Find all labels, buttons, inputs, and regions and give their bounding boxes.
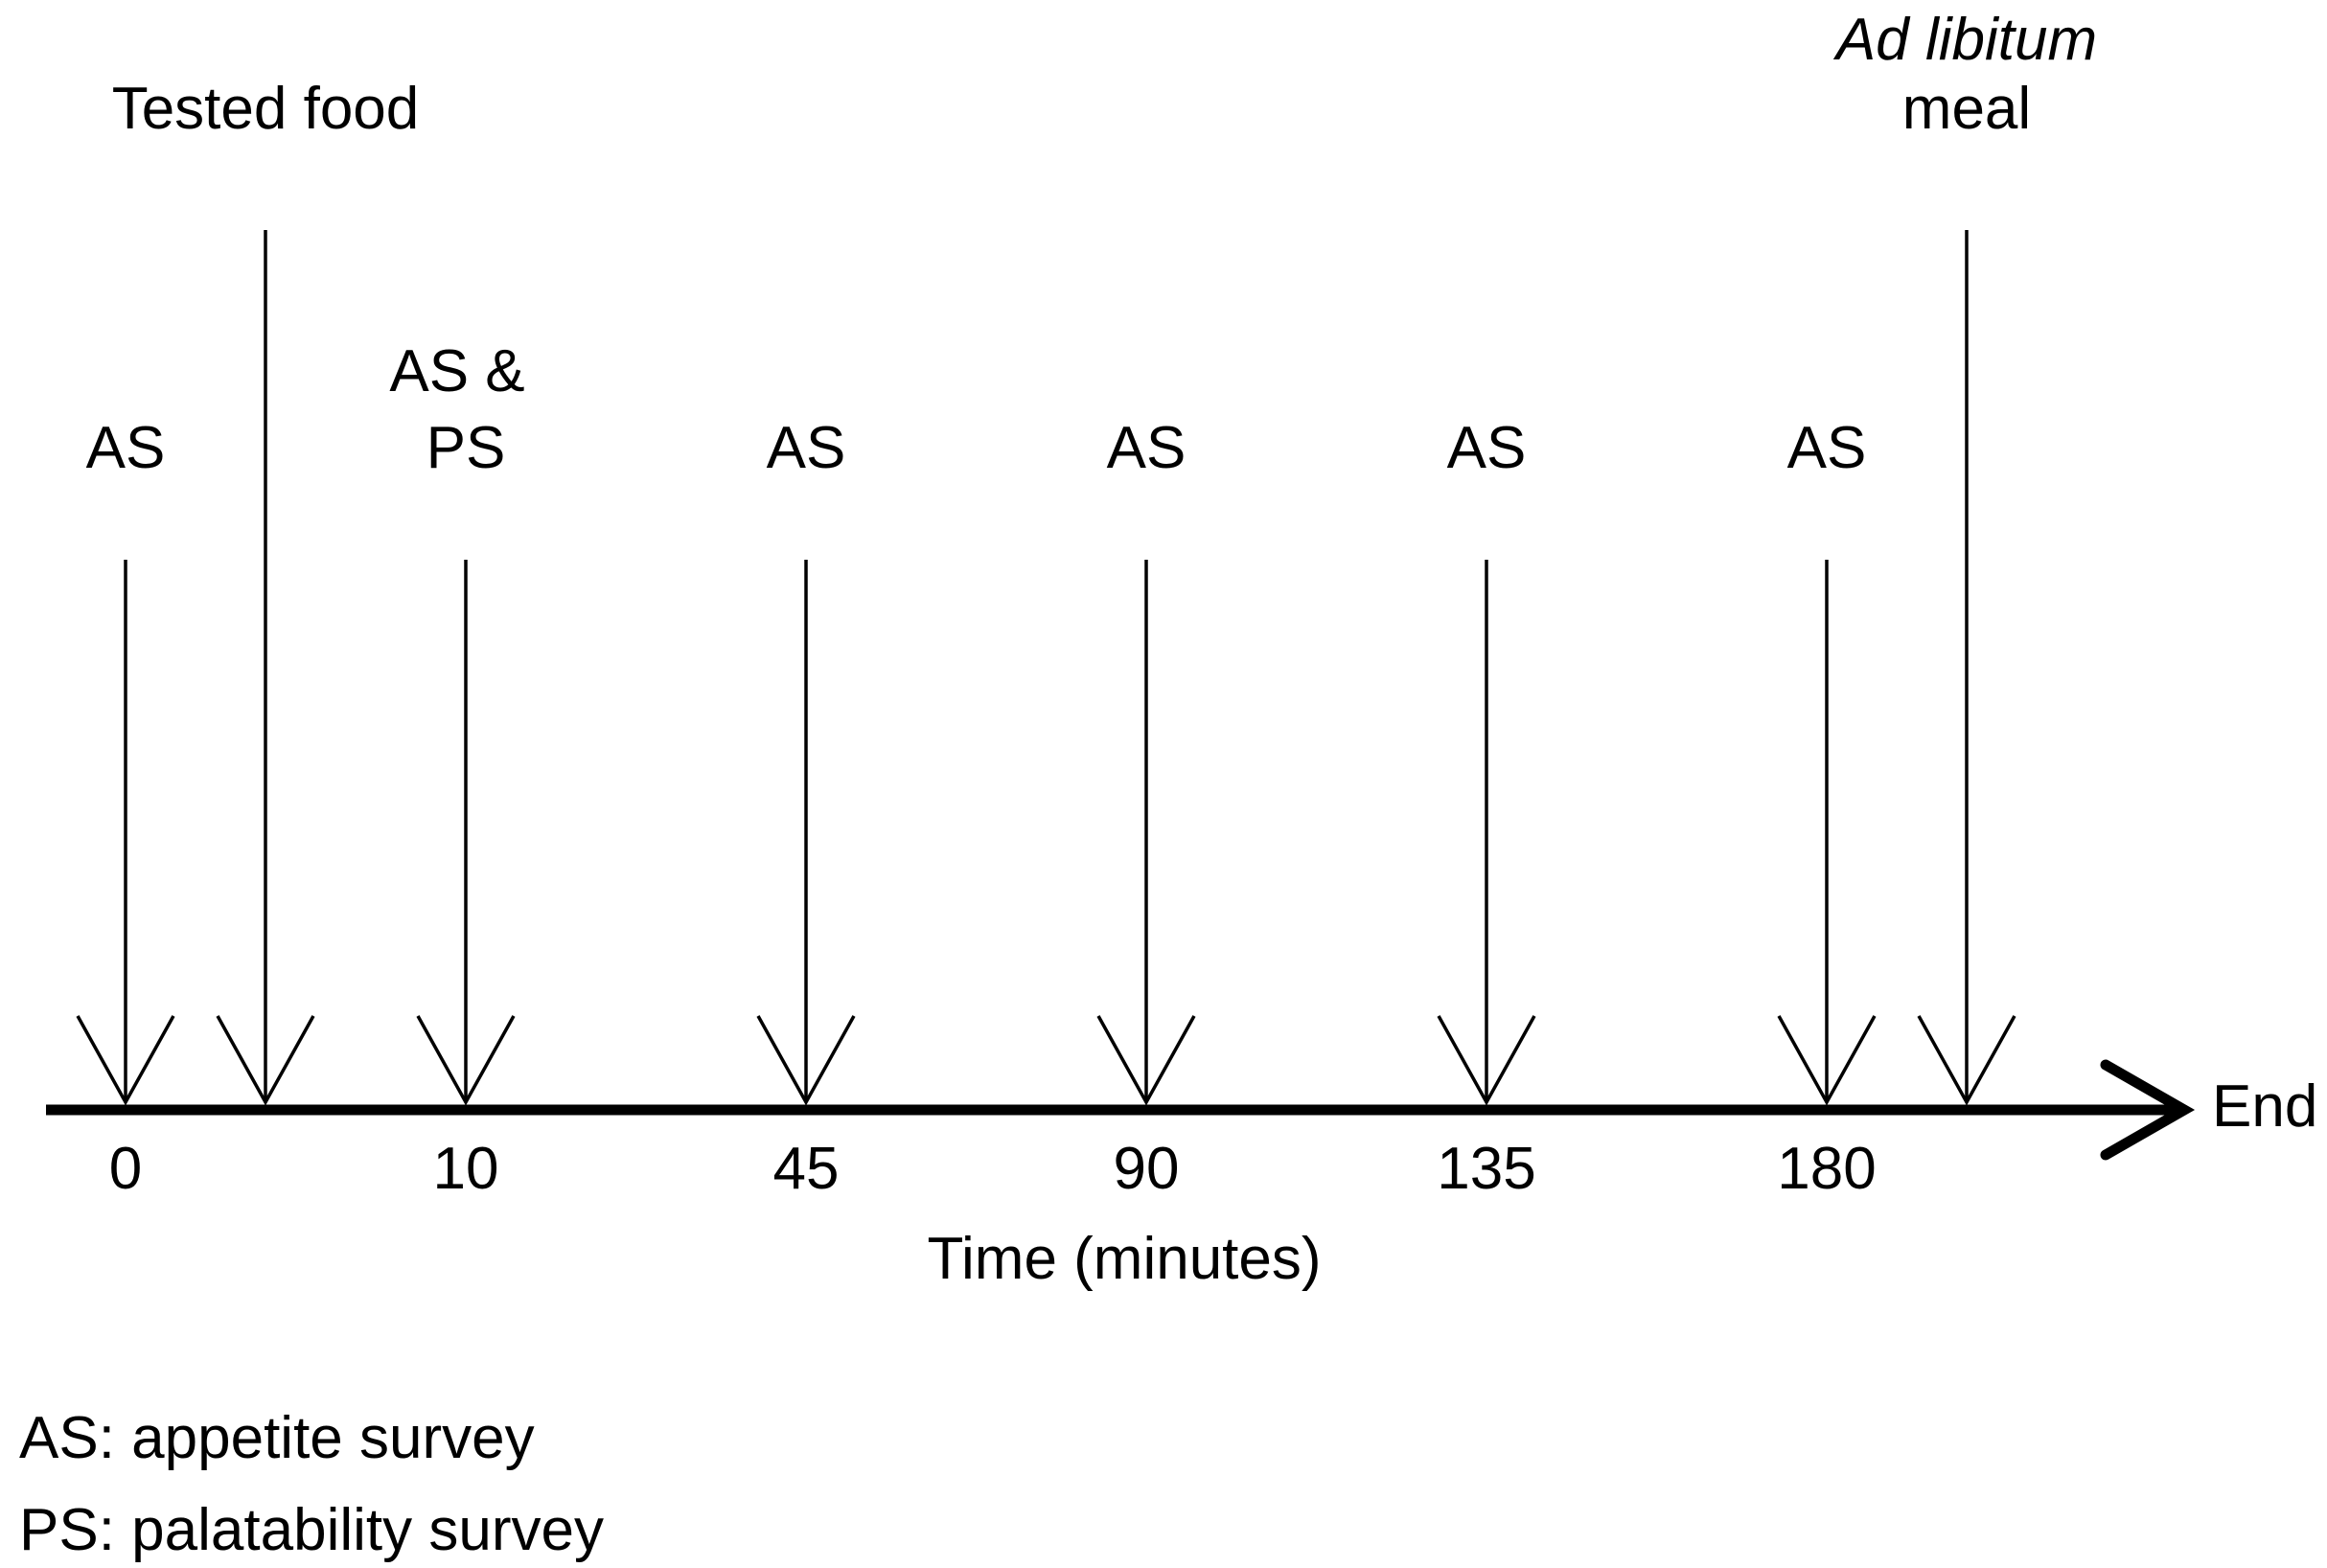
survey-label-t90: AS [1107, 415, 1187, 481]
tick-label-180: 180 [1777, 1136, 1876, 1202]
tick-label-0: 0 [109, 1136, 142, 1202]
survey-arrow-t180 [1777, 560, 1877, 1106]
survey-label-t10-line1: AS & [389, 338, 524, 404]
axis-title: Time (minutes) [927, 1226, 1321, 1292]
survey-arrow-t90 [1096, 560, 1196, 1106]
survey-arrow-t0 [76, 560, 175, 1106]
tick-label-10: 10 [433, 1136, 499, 1202]
survey-label-t135: AS [1447, 415, 1527, 481]
legend-ps: PS: palatability survey [19, 1497, 604, 1563]
tested-food-arrow [216, 230, 315, 1106]
survey-label-t180: AS [1787, 415, 1867, 481]
survey-arrow-t45 [756, 560, 856, 1106]
tick-label-90: 90 [1114, 1136, 1180, 1202]
tested-food-label: Tested food [112, 76, 420, 142]
survey-label-t45: AS [767, 415, 846, 481]
meal-label: meal [1902, 76, 2031, 142]
time-axis [46, 1059, 2196, 1161]
legend-as: AS: appetite survey [19, 1405, 535, 1471]
survey-arrow-t10 [416, 560, 516, 1106]
axis-end-label: End [2212, 1073, 2317, 1140]
survey-label-t10-line2: PS [426, 415, 506, 481]
ad-libitum-label: Ad libitum [1832, 7, 2097, 73]
tick-label-45: 45 [773, 1136, 840, 1202]
ad-libitum-meal-arrow [1917, 230, 2016, 1106]
survey-arrow-t135 [1437, 560, 1536, 1106]
tick-label-135: 135 [1437, 1136, 1535, 1202]
survey-label-t0: AS [86, 415, 166, 481]
